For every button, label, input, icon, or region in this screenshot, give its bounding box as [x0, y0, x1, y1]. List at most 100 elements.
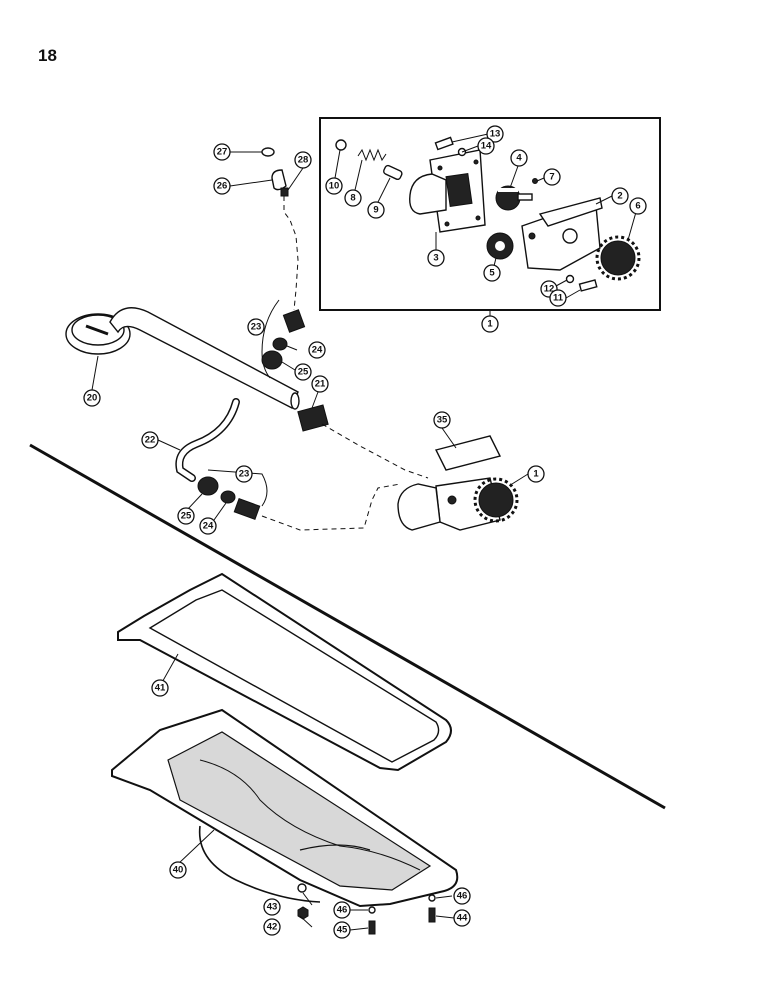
callout-11: 11 — [549, 289, 567, 307]
callout-41: 41 — [151, 679, 169, 697]
cover-bolt-part — [434, 136, 454, 151]
svg-text:45: 45 — [337, 925, 348, 936]
svg-text:11: 11 — [553, 293, 564, 304]
washer-43-part — [297, 883, 307, 893]
svg-text:46: 46 — [457, 891, 468, 902]
bolt-44-part — [428, 907, 436, 923]
svg-text:2: 2 — [617, 191, 622, 202]
callout-23-lower: 23 — [235, 465, 253, 483]
washer-46a-part — [368, 906, 376, 914]
idler-gear-part — [486, 232, 514, 260]
svg-text:27: 27 — [217, 147, 228, 158]
oil-pan-part — [111, 708, 459, 908]
relief-ball-part — [335, 139, 347, 151]
callout-3: 3 — [427, 249, 445, 267]
svg-text:13: 13 — [490, 129, 501, 140]
callout-14: 14 — [477, 137, 495, 155]
oil-pan-gasket-part — [117, 572, 452, 772]
callout-26: 26 — [213, 177, 231, 195]
middle-dashed-route — [321, 423, 429, 479]
callout-25-upper: 25 — [294, 363, 312, 381]
callout-43: 43 — [263, 898, 281, 916]
oil-pump-assembly-part — [397, 477, 519, 531]
svg-text:5: 5 — [489, 268, 495, 279]
callout-44: 44 — [453, 909, 471, 927]
svg-text:24: 24 — [312, 345, 323, 356]
upper-dashed-route — [283, 196, 299, 311]
oil-pickup-tube-part — [65, 307, 300, 410]
nut-42-part — [297, 906, 309, 920]
page-number: 18 — [38, 46, 57, 65]
washer-46b-part — [428, 894, 436, 902]
callout-28: 28 — [294, 151, 312, 169]
callout-23-upper: 23 — [247, 318, 265, 336]
bolt-45-part — [368, 920, 376, 935]
svg-text:35: 35 — [437, 415, 448, 426]
svg-text:9: 9 — [373, 205, 378, 216]
svg-text:14: 14 — [481, 141, 492, 152]
callout-24-lower: 24 — [199, 517, 217, 535]
bolt-part — [578, 279, 598, 292]
svg-text:44: 44 — [457, 913, 468, 924]
callout-46-left: 46 — [333, 901, 351, 919]
plug-fitting-part — [271, 169, 287, 191]
svg-text:3: 3 — [433, 253, 438, 264]
callout-5: 5 — [483, 264, 501, 282]
callout-46-right: 46 — [453, 887, 471, 905]
callout-20: 20 — [83, 389, 101, 407]
svg-text:24: 24 — [203, 521, 214, 532]
lower-dashed-route — [261, 483, 401, 531]
svg-text:10: 10 — [329, 181, 340, 192]
callout-25-lower: 25 — [177, 507, 195, 525]
svg-text:20: 20 — [87, 393, 98, 404]
svg-text:1: 1 — [533, 469, 539, 480]
svg-text:23: 23 — [239, 469, 250, 480]
svg-text:23: 23 — [251, 322, 262, 333]
callout-7: 7 — [543, 168, 561, 186]
callout-9: 9 — [367, 201, 385, 219]
relief-spring-part — [357, 148, 387, 162]
svg-text:4: 4 — [516, 153, 522, 164]
relief-plunger-part — [383, 164, 403, 181]
svg-text:46: 46 — [337, 905, 348, 916]
callout-6: 6 — [629, 197, 647, 215]
key-part — [532, 178, 538, 184]
callout-40: 40 — [169, 861, 187, 879]
svg-text:40: 40 — [173, 865, 184, 876]
pump-body-part — [521, 197, 603, 271]
svg-text:8: 8 — [350, 193, 355, 204]
tube-fitting-part — [297, 404, 329, 432]
callout-45: 45 — [333, 921, 351, 939]
callout-8: 8 — [344, 189, 362, 207]
svg-text:43: 43 — [267, 902, 278, 913]
callout-27: 27 — [213, 143, 231, 161]
callout-35: 35 — [433, 411, 451, 429]
callout-42: 42 — [263, 918, 281, 936]
pump-cover-part — [409, 149, 486, 233]
callout-13: 13 — [486, 125, 504, 143]
svg-text:25: 25 — [298, 367, 309, 378]
pump-drive-gear-part — [595, 235, 641, 281]
callout-4: 4 — [510, 149, 528, 167]
callout-21: 21 — [311, 375, 329, 393]
svg-text:26: 26 — [217, 181, 228, 192]
leader-lines — [91, 133, 637, 931]
svg-text:12: 12 — [544, 284, 555, 295]
svg-text:22: 22 — [145, 435, 156, 446]
svg-text:6: 6 — [635, 201, 640, 212]
lower-connector-set — [197, 469, 268, 520]
callout-10: 10 — [325, 177, 343, 195]
svg-text:42: 42 — [267, 922, 278, 933]
callout-22: 22 — [141, 431, 159, 449]
upper-connector-set — [261, 299, 306, 379]
gasket-part — [434, 435, 502, 471]
svg-text:25: 25 — [181, 511, 192, 522]
svg-text:1: 1 — [487, 319, 493, 330]
svg-text:41: 41 — [155, 683, 166, 694]
svg-text:7: 7 — [549, 172, 554, 183]
cap-part — [261, 147, 275, 157]
callout-1-detail: 1 — [481, 315, 499, 333]
svg-text:21: 21 — [315, 379, 326, 390]
